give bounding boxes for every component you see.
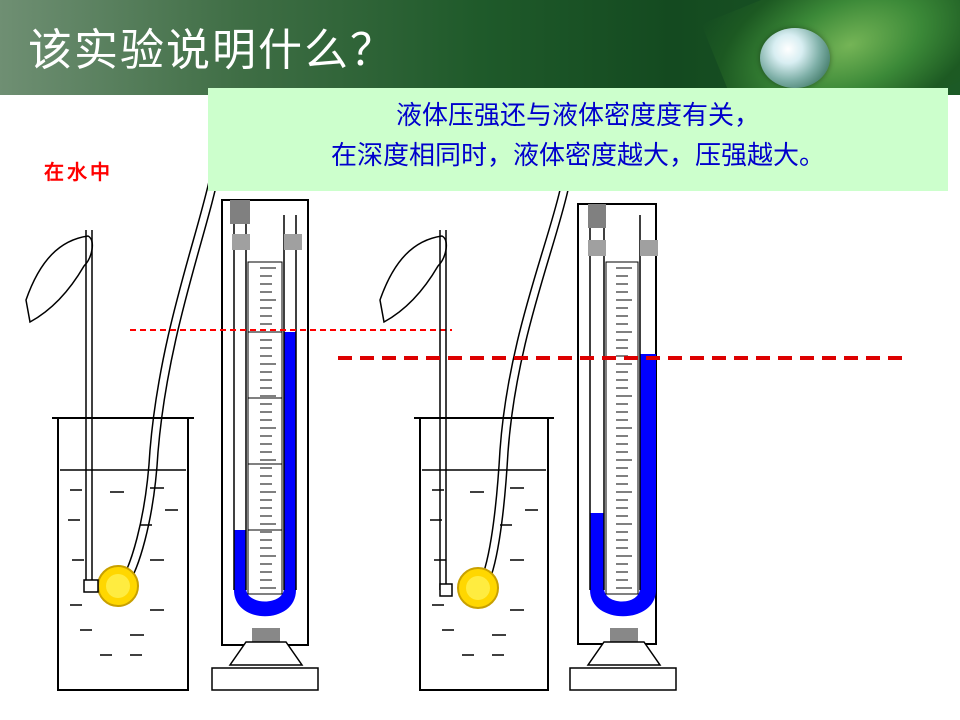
in-water-label: 在水中 [44,160,113,184]
answer-box: 液体压强还与液体密度度有关， 在深度相同时，液体密度越大，压强越大。 [208,88,948,191]
page-title: 该实验说明什么？ [28,25,396,76]
answer-line-2: 在深度相同时，液体密度越大，压强越大。 [330,141,825,171]
right-u-tube [569,203,677,691]
answer-line-1: 液体压强还与液体密度度有关， [395,101,760,131]
left-u-tube [211,199,319,691]
header-banner: 该实验说明什么？ [0,0,960,95]
right-beaker [414,417,554,691]
water-drop-decoration [760,28,830,88]
left-probe [25,167,221,607]
left-beaker [52,417,194,691]
right-probe [379,189,569,609]
